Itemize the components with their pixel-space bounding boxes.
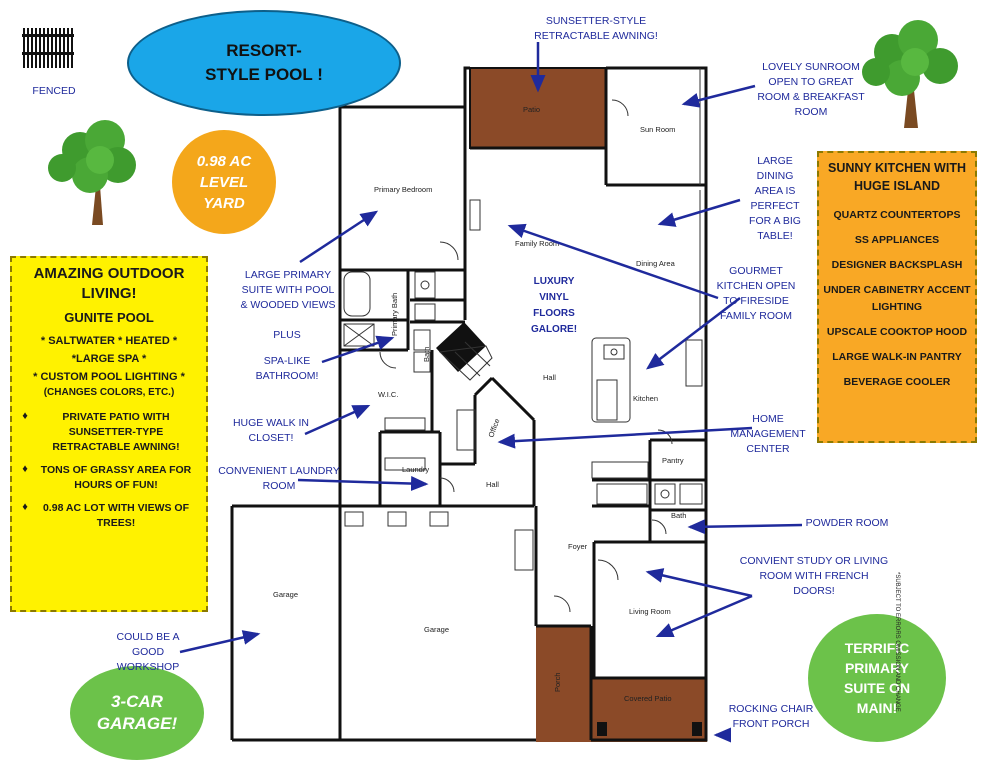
room-label-living-room: Living Room [629, 607, 671, 616]
door-swings [379, 99, 673, 613]
kitchen-feature-item: QUARTZ COUNTERTOPS [833, 209, 961, 221]
kitchen-feature-item: UPSCALE COOKTOP HOOD [826, 326, 968, 338]
garage-badge-text: 3-CAR GARAGE! [96, 692, 178, 733]
outdoor-bullet-2: ♦ TONS OF GRASSY AREA FOR HOURS OF FUN! [18, 463, 200, 493]
note-awning: SUNSETTER-STYLE RETRACTABLE AWNING! [534, 15, 658, 42]
room-labels: Patio Sun Room Primary Bedroom Family Ro… [273, 105, 686, 703]
note-disclaimer: *SUBJECT TO ERRORS OMISSION AND CHANGE [894, 572, 900, 712]
room-label-garage-2: Garage [424, 625, 449, 634]
outdoor-bullet-1: ♦ PRIVATE PATIO WITH SUNSETTER-TYPE RETR… [18, 410, 200, 455]
note-laundry: CONVENIENT LAUNDRY ROOM [218, 465, 340, 492]
diamond-bullet-icon: ♦ [22, 501, 28, 513]
outdoor-bullet-2-text: TONS OF GRASSY AREA FOR HOURS OF FUN! [40, 464, 192, 491]
note-gourmet: GOURMET KITCHEN OPEN TO FIRESIDE FAMILY … [716, 265, 796, 322]
room-label-pantry: Pantry [662, 456, 684, 465]
room-label-bath: Bath [422, 347, 431, 362]
yard-badge: 0.98 AC LEVEL YARD [172, 130, 276, 234]
outdoor-panel-line3: * CUSTOM POOL LIGHTING * [33, 371, 185, 383]
staircase [436, 322, 493, 381]
walls [230, 66, 708, 742]
porch-area [536, 626, 591, 742]
callout-arrows [179, 42, 803, 743]
room-label-hall: Hall [543, 373, 556, 382]
tree-icon-left [48, 120, 136, 225]
pool-badge: RESORT-STYLE POOL ! [127, 10, 401, 116]
note-study: CONVIENT STUDY OR LIVING ROOM WITH FRENC… [739, 555, 889, 597]
kitchen-feature-item: DESIGNER BACKSPLASH [831, 259, 963, 271]
outdoor-bullet-3-text: 0.98 AC LOT WITH VIEWS OF TREES! [42, 502, 190, 529]
note-workshop: COULD BE A GOOD WORKSHOP [116, 631, 180, 673]
room-label-sun-room: Sun Room [640, 125, 675, 134]
garage-badge: 3-CAR GARAGE! [70, 666, 204, 760]
fence-icon [22, 28, 74, 68]
kitchen-panel-title: SUNNY KITCHEN WITH HUGE ISLAND [828, 161, 966, 193]
kitchen-feature-item: SS APPLIANCES [854, 234, 940, 246]
room-label-foyer: Foyer [568, 542, 588, 551]
fixtures [343, 68, 703, 571]
room-label-hall-2: Hall [486, 480, 499, 489]
diamond-bullet-icon: ♦ [22, 410, 28, 422]
kitchen-feature-item: BEVERAGE COOLER [843, 376, 951, 388]
fence-label: FENCED [32, 85, 76, 97]
outdoor-panel-line1: * SALTWATER * HEATED * [40, 335, 178, 347]
outdoor-panel-line4: (CHANGES COLORS, ETC.) [43, 387, 175, 398]
note-sunroom: LOVELY SUNROOM OPEN TO GREAT ROOM & BREA… [757, 61, 865, 118]
suite-badge: TERRIFIC PRIMARY SUITE ON MAIN! [808, 614, 946, 742]
note-home-management: HOME MANAGEMENT CENTER [730, 413, 806, 455]
room-label-covered-patio: Covered Patio [624, 694, 672, 703]
kitchen-feature-item: LARGE WALK-IN PANTRY [832, 351, 962, 363]
tree-icon-right [862, 20, 958, 128]
note-porch: ROCKING CHAIR FRONT PORCH [728, 703, 814, 730]
kitchen-feature-item: UNDER CABINETRY ACCENT LIGHTING [823, 284, 971, 313]
outdoor-living-panel: AMAZING OUTDOOR LIVING! GUNITE POOL * SA… [10, 256, 208, 612]
room-label-primary-bath: Primary Bath [390, 293, 399, 336]
outdoor-bullet-1-text: PRIVATE PATIO WITH SUNSETTER-TYPE RETRAC… [52, 411, 180, 453]
room-label-family-room: Family Room [515, 239, 559, 248]
note-powder: POWDER ROOM [805, 517, 889, 529]
room-label-kitchen: Kitchen [633, 394, 658, 403]
suite-badge-text: TERRIFIC PRIMARY SUITE ON MAIN! [843, 640, 911, 716]
room-label-patio: Patio [523, 105, 540, 114]
room-label-dining-area: Dining Area [636, 259, 676, 268]
note-luxury: LUXURY VINYL FLOORS GALORE! [530, 276, 578, 335]
note-primary-suite: LARGE PRIMARY SUITE WITH POOL & WOODED V… [240, 269, 336, 311]
covered-patio-area [591, 678, 707, 742]
pool-badge-text: RESORT-STYLE POOL ! [205, 41, 323, 84]
room-label-primary-bedroom: Primary Bedroom [374, 185, 432, 194]
outdoor-panel-subtitle: GUNITE POOL [64, 310, 154, 325]
room-label-wic: W.I.C. [378, 390, 398, 399]
outdoor-panel-line2: *LARGE SPA * [71, 353, 147, 365]
room-label-bath-2: Bath [671, 511, 686, 520]
note-plus: PLUS [273, 329, 301, 341]
kitchen-panel: SUNNY KITCHEN WITH HUGE ISLAND QUARTZ CO… [817, 151, 977, 443]
outdoor-panel-title: AMAZING OUTDOOR LIVING! [33, 265, 185, 302]
room-label-garage-1: Garage [273, 590, 298, 599]
note-bath: SPA-LIKE BATHROOM! [255, 355, 319, 382]
outdoor-bullet-3: ♦ 0.98 AC LOT WITH VIEWS OF TREES! [18, 501, 200, 531]
note-closet: HUGE WALK IN CLOSET! [232, 417, 310, 444]
room-label-office: Office [486, 417, 501, 438]
note-dining: LARGE DINING AREA IS PERFECT FOR A BIG T… [749, 155, 801, 242]
room-label-laundry: Laundry [402, 465, 429, 474]
diamond-bullet-icon: ♦ [22, 463, 28, 475]
yard-badge-text: 0.98 AC LEVEL YARD [196, 152, 252, 212]
kitchen-feature-list: QUARTZ COUNTERTOPS SS APPLIANCES DESIGNER … [823, 207, 971, 391]
room-label-porch: Porch [553, 672, 562, 692]
